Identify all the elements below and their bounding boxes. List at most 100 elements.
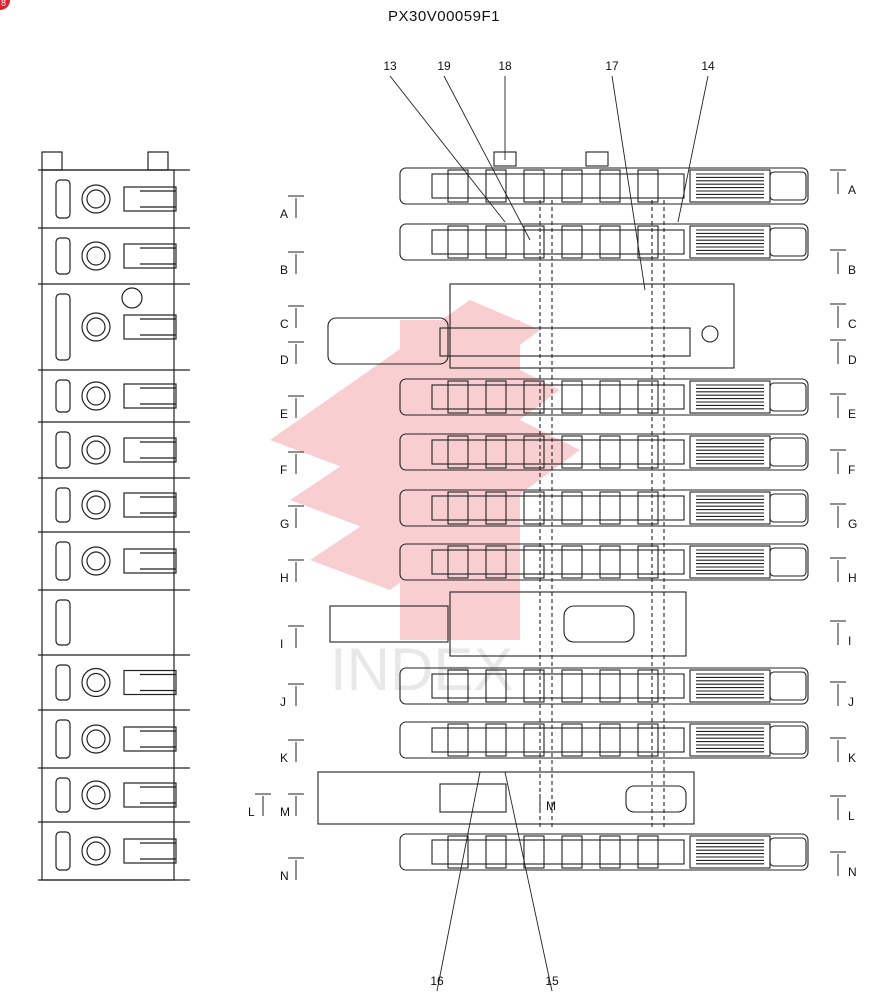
spring-cap <box>689 169 771 203</box>
spool-land <box>523 225 545 259</box>
side-port-circle <box>81 836 111 866</box>
side-fitting <box>123 492 177 518</box>
side-port-circle <box>86 440 106 460</box>
spool-land <box>485 545 507 579</box>
side-port <box>55 831 71 871</box>
section-marker-right-E: E <box>848 407 856 421</box>
side-port-circle <box>81 780 111 810</box>
spool-housing <box>399 489 809 527</box>
spool-land <box>485 169 507 203</box>
spring-cap <box>689 225 771 259</box>
end-plug <box>769 382 807 412</box>
section-marker-right-K: K <box>848 751 856 765</box>
travel-block <box>449 591 687 657</box>
spool-land <box>447 669 469 703</box>
section-marker-left-L: L <box>248 805 255 819</box>
side-port-circle <box>86 246 106 266</box>
spool-land <box>447 545 469 579</box>
side-port-circle <box>81 241 111 271</box>
spool-land <box>637 723 659 757</box>
spool-land <box>447 225 469 259</box>
spool-land <box>637 545 659 579</box>
spool-land <box>599 380 621 414</box>
side-body-outline <box>41 169 175 881</box>
spool-land <box>637 669 659 703</box>
side-fitting <box>123 437 177 463</box>
spool-land <box>523 380 545 414</box>
spool-land <box>447 723 469 757</box>
end-plug <box>769 493 807 523</box>
spool-land <box>485 380 507 414</box>
spool-land <box>561 380 583 414</box>
spool-land <box>599 491 621 525</box>
spool-land <box>561 169 583 203</box>
end-plug <box>769 437 807 467</box>
spool-land <box>485 491 507 525</box>
spool-land <box>637 225 659 259</box>
side-port <box>55 599 71 646</box>
side-port <box>55 487 71 523</box>
spool-land <box>485 723 507 757</box>
spool-land <box>599 835 621 869</box>
spool-bore <box>431 173 685 199</box>
spool-land <box>523 169 545 203</box>
section-marker-right-H: H <box>848 571 857 585</box>
section-marker-right-C: C <box>848 317 857 331</box>
callout-14: 14 <box>701 59 715 73</box>
side-port-circle <box>81 667 111 698</box>
section-marker-left-G: G <box>280 517 289 531</box>
spool-land <box>561 835 583 869</box>
side-bolt <box>147 151 169 171</box>
spool-land <box>447 380 469 414</box>
section-marker-left-N: N <box>280 869 289 883</box>
front-view <box>317 151 809 871</box>
spool-land <box>523 723 545 757</box>
side-port <box>55 379 71 413</box>
side-port-circle <box>81 435 111 465</box>
callout-13: 13 <box>383 59 397 73</box>
spring-cap <box>689 669 771 703</box>
side-fitting <box>123 548 177 574</box>
section-marker-left-D: D <box>280 353 289 367</box>
side-port-circle <box>81 546 111 576</box>
side-port-circle <box>86 785 106 805</box>
service-block <box>317 771 695 825</box>
spool-bore <box>431 727 685 753</box>
callout-leader-17 <box>611 75 646 291</box>
side-port <box>55 431 71 469</box>
end-plug <box>769 227 807 257</box>
spool-land <box>523 435 545 469</box>
spool-land <box>637 380 659 414</box>
callout-leader-13 <box>389 75 506 223</box>
side-port-circle <box>81 490 111 520</box>
side-port-circle <box>81 724 111 754</box>
spool-housing <box>399 721 809 759</box>
spool-land <box>485 225 507 259</box>
spool-land <box>637 169 659 203</box>
spool-bore <box>431 673 685 699</box>
spool-land <box>447 435 469 469</box>
side-port-circle <box>86 551 106 571</box>
side-port <box>55 237 71 275</box>
side-fitting <box>123 838 177 864</box>
spool-housing <box>399 667 809 705</box>
spool-land <box>637 491 659 525</box>
spool-bore <box>431 384 685 410</box>
side-port-circle <box>86 189 106 209</box>
end-plug <box>769 171 807 201</box>
side-fitting <box>123 669 177 696</box>
side-port-circle <box>86 841 106 861</box>
drawing-number: PX30V00059F1 <box>388 8 500 25</box>
spool-housing <box>399 223 809 261</box>
callout-17: 17 <box>605 59 619 73</box>
section-marker-right-F: F <box>848 463 855 477</box>
inner-section-marker: M <box>546 799 556 813</box>
spool-land <box>599 435 621 469</box>
section-marker-left-J: J <box>280 695 286 709</box>
callout-leader-14 <box>677 75 709 223</box>
spool-land <box>447 491 469 525</box>
spool-land <box>561 723 583 757</box>
main-relief-spool <box>439 327 691 357</box>
callout-15: 15 <box>545 974 559 988</box>
